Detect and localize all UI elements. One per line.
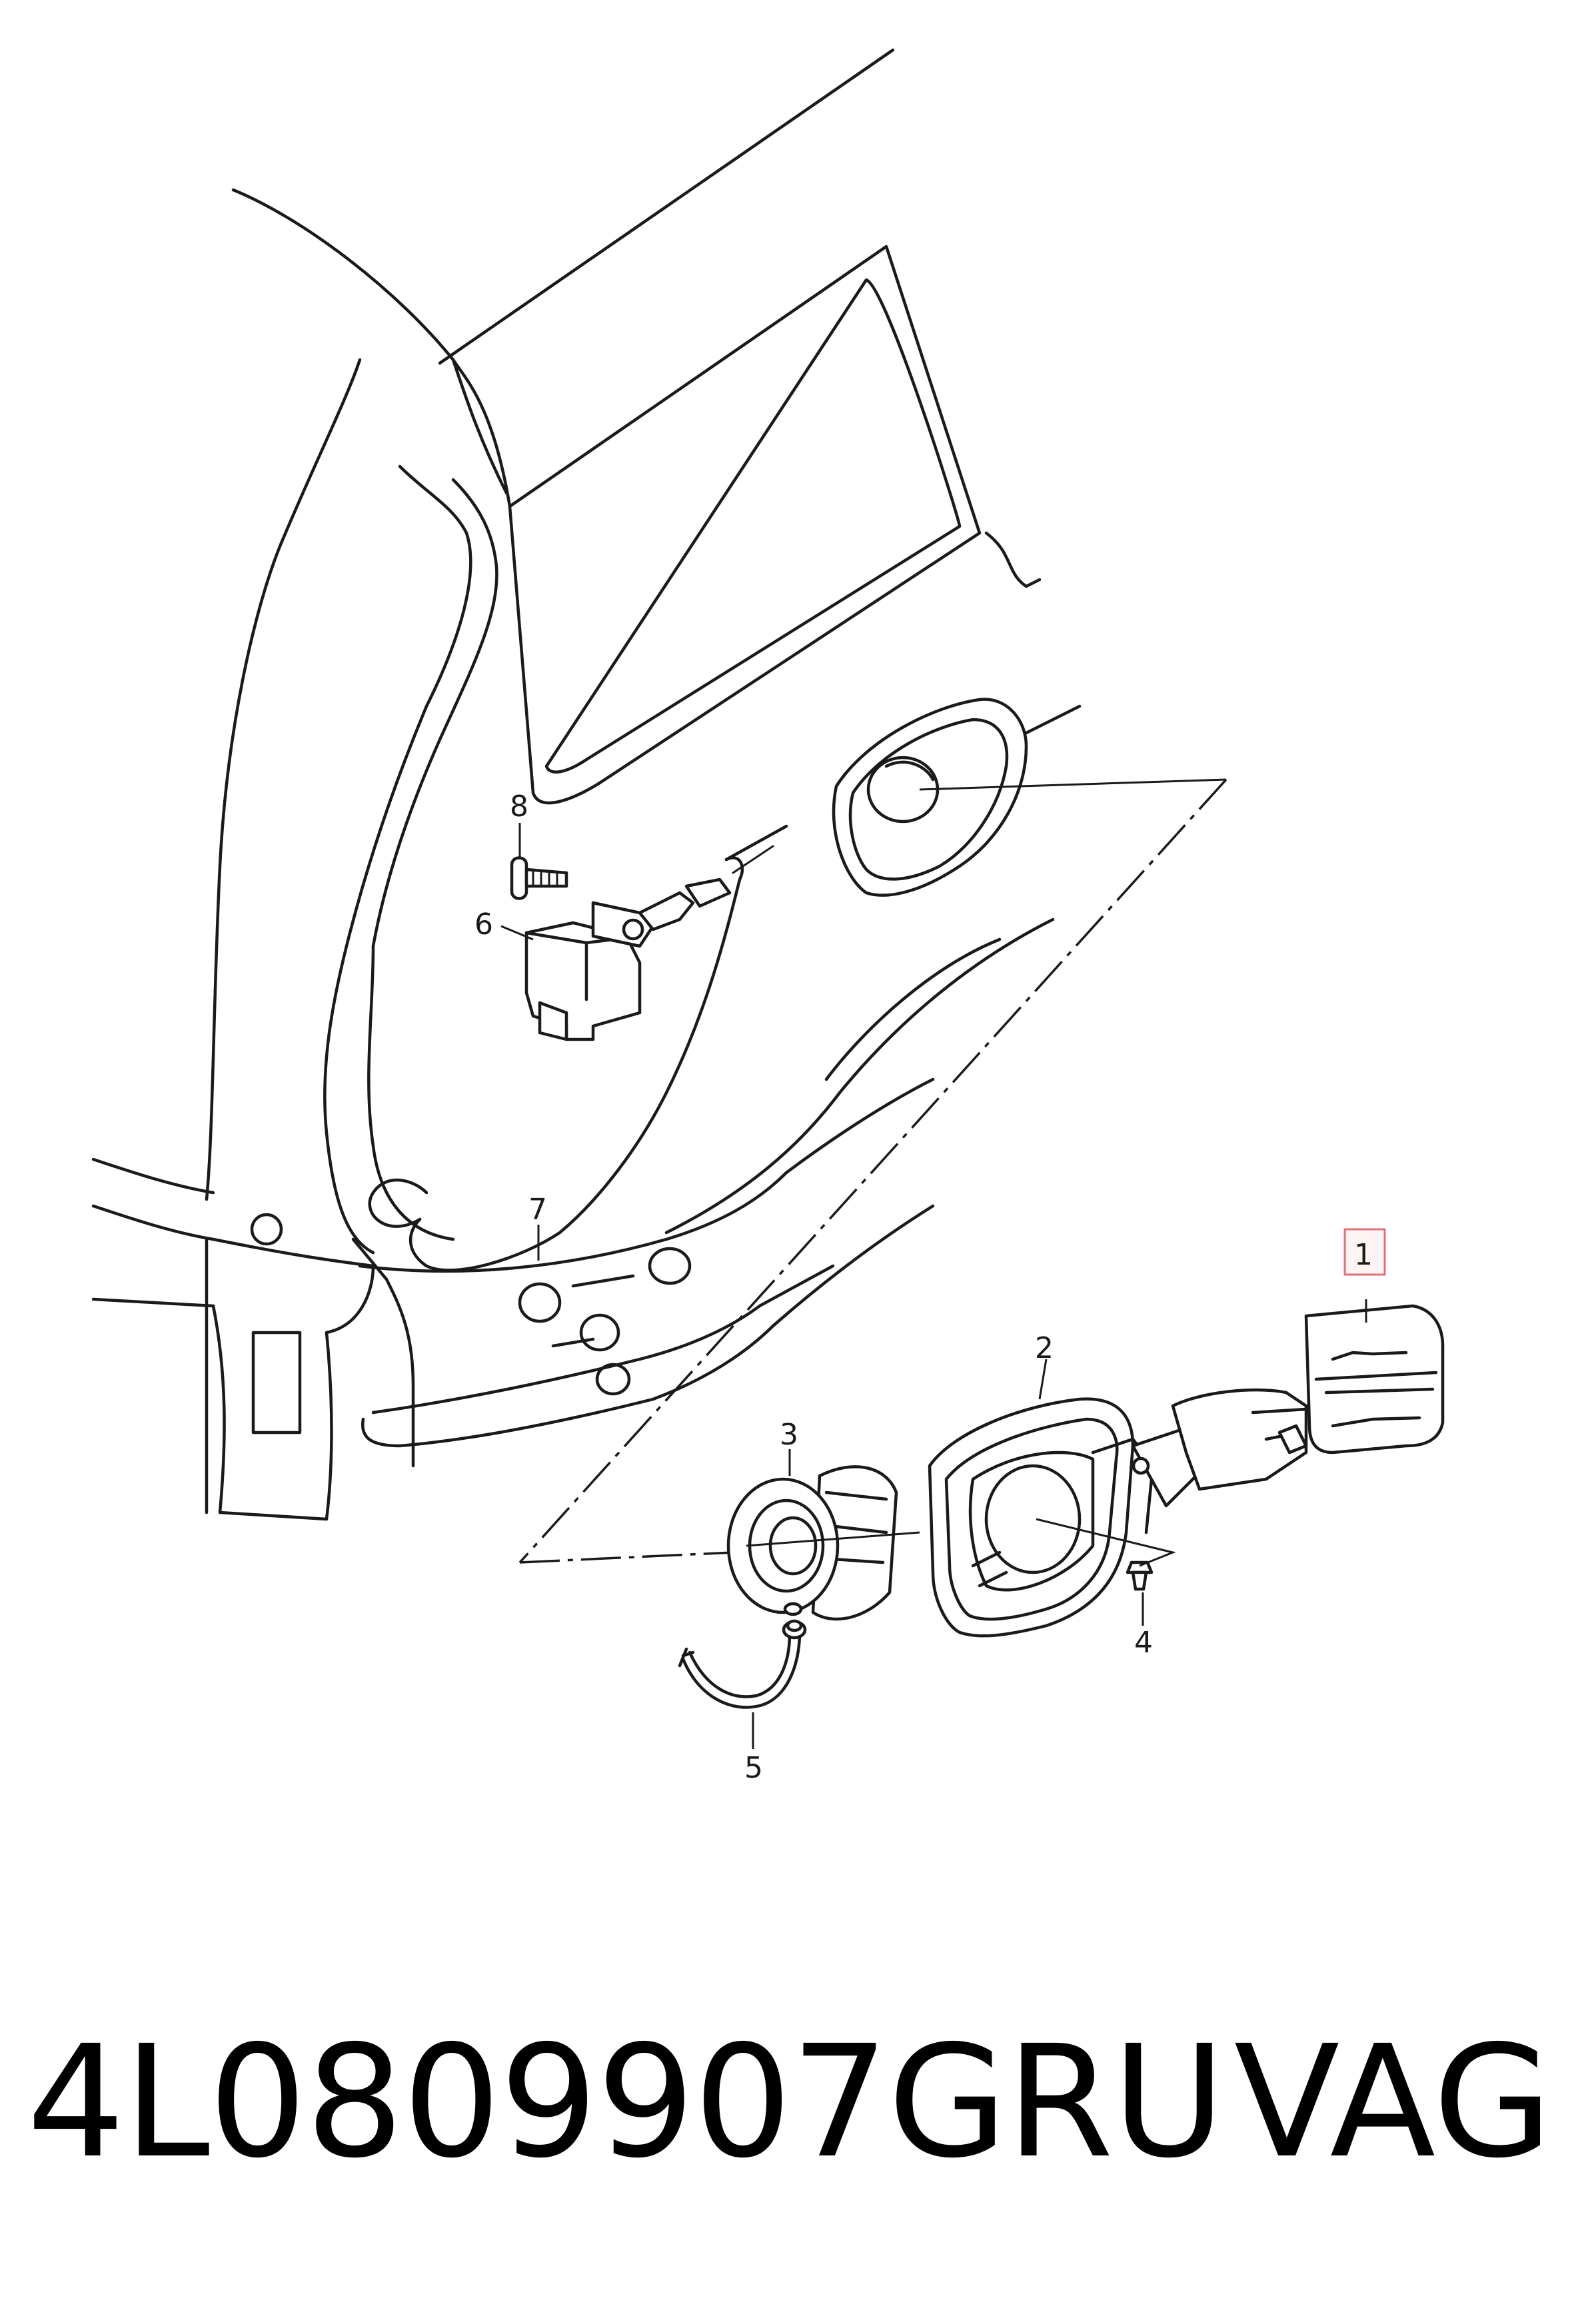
body-leaders bbox=[500, 778, 1227, 1261]
callout-1-highlight bbox=[1343, 1228, 1386, 1276]
callout-labels: 1 2 3 4 5 6 7 8 bbox=[474, 790, 1386, 1785]
fuel-door-hinge bbox=[1171, 1388, 1308, 1491]
clip-4 bbox=[1126, 1560, 1154, 1591]
callout-6[interactable]: 6 bbox=[474, 907, 493, 941]
release-cable-7 bbox=[368, 824, 788, 1272]
fuel-door-recess-on-body bbox=[832, 698, 1028, 897]
callout-8[interactable]: 8 bbox=[510, 790, 528, 824]
assembly-guide-lines bbox=[518, 778, 1227, 1564]
drain-hose-5 bbox=[678, 1619, 807, 1709]
brand-name: VAG bbox=[1233, 2012, 1553, 2192]
callout-2[interactable]: 2 bbox=[1035, 1331, 1054, 1365]
callout-3[interactable]: 3 bbox=[780, 1418, 798, 1452]
callout-4[interactable]: 4 bbox=[1134, 1626, 1153, 1660]
parts-leaders bbox=[746, 1299, 1367, 1749]
footer-caption: 4L0809907GRU VAG bbox=[27, 2002, 1553, 2202]
callout-5[interactable]: 5 bbox=[744, 1751, 763, 1785]
fuel-door-flap-1 bbox=[1304, 1304, 1445, 1454]
actuator-6 bbox=[524, 877, 732, 1041]
rubber-boot-3 bbox=[726, 1465, 898, 1621]
callout-1[interactable]: 1 bbox=[1354, 1238, 1373, 1272]
part-number: 4L0809907GRU bbox=[27, 2012, 1225, 2192]
fuel-filler-housing-2 bbox=[928, 1397, 1261, 1638]
car-body-outline bbox=[91, 48, 1082, 1521]
bolt-8 bbox=[510, 856, 568, 900]
callout-7[interactable]: 7 bbox=[528, 1193, 547, 1227]
